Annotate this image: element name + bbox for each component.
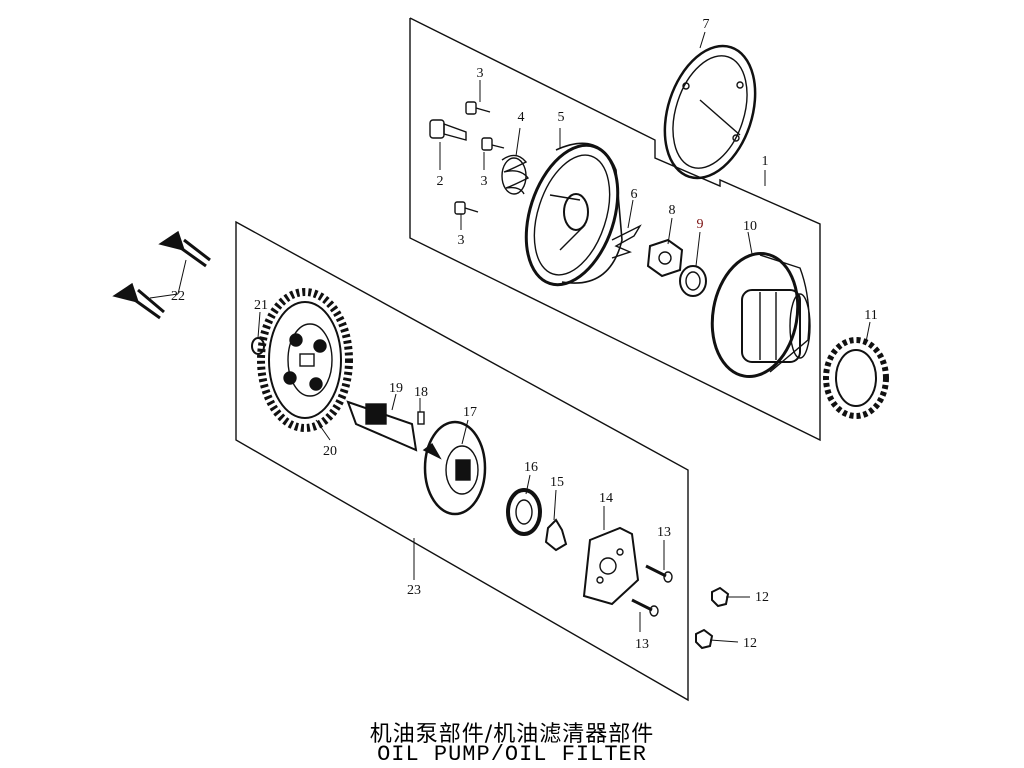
- callout-7: 7: [703, 17, 710, 32]
- callout-8: 8: [669, 203, 676, 218]
- screw-part-3-c: [454, 201, 479, 215]
- washer-part-9: [679, 265, 707, 297]
- callout-2: 2: [437, 174, 444, 189]
- callout-22: 22: [171, 289, 185, 304]
- callout-12: 12: [743, 636, 757, 651]
- pump-shaft-part-19: [346, 400, 418, 452]
- callout-20: 20: [323, 444, 337, 459]
- gasket-part-7: [663, 44, 757, 180]
- callout-3: 3: [477, 66, 484, 81]
- assembly-1-outline: [409, 17, 821, 442]
- pump-body-part-17: [422, 420, 487, 516]
- callout-10: 10: [743, 219, 757, 234]
- clip-part-6: [611, 224, 642, 259]
- callout-15: 15: [550, 475, 564, 490]
- inner-rotor-part-15: [544, 518, 568, 552]
- nut-part-12-a: [711, 586, 730, 608]
- diagram-title-english: OIL PUMP/OIL FILTER: [377, 742, 647, 767]
- outer-rotor-part-16: [506, 488, 542, 536]
- assembly-23-outline: [235, 220, 689, 702]
- nut-part-8: [646, 238, 684, 278]
- callout-11: 11: [864, 308, 877, 323]
- diagram-title-chinese: 机油泵部件/机油滤清器部件: [369, 722, 655, 747]
- drive-gear-part-20: [257, 288, 353, 432]
- callout-16: 16: [524, 460, 538, 475]
- callout-1: 1: [762, 154, 769, 169]
- filter-housing-part-10: [710, 252, 811, 378]
- screw-part-13-b: [631, 598, 659, 617]
- spring-part-4: [501, 154, 530, 195]
- callout-12: 12: [755, 590, 769, 605]
- callout-4: 4: [518, 110, 525, 125]
- callout-9: 9: [697, 217, 704, 232]
- screw-part-3-b: [481, 137, 505, 151]
- callout-6: 6: [631, 187, 638, 202]
- callout-18: 18: [414, 385, 428, 400]
- screw-part-22-a: [158, 230, 211, 268]
- pin-part-18: [417, 411, 425, 425]
- callout-13: 13: [635, 637, 649, 652]
- callout-23: 23: [407, 583, 421, 598]
- callout-19: 19: [389, 381, 403, 396]
- pinion-gear-part-11: [823, 337, 889, 419]
- callout-3: 3: [481, 174, 488, 189]
- nut-part-12-b: [695, 628, 714, 650]
- callout-13: 13: [657, 525, 671, 540]
- filter-cover-part-5: [524, 142, 623, 287]
- screw-part-22-b: [112, 282, 165, 320]
- bolt-part-2: [429, 119, 467, 141]
- screw-part-13-a: [645, 564, 673, 583]
- pump-cover-part-14: [582, 526, 640, 606]
- callout-21: 21: [254, 298, 268, 313]
- callout-3: 3: [458, 233, 465, 248]
- leader-lines: [149, 31, 871, 643]
- callout-17: 17: [463, 405, 477, 420]
- callout-5: 5: [558, 110, 565, 125]
- screw-part-3-a: [465, 101, 491, 115]
- callout-14: 14: [599, 491, 613, 506]
